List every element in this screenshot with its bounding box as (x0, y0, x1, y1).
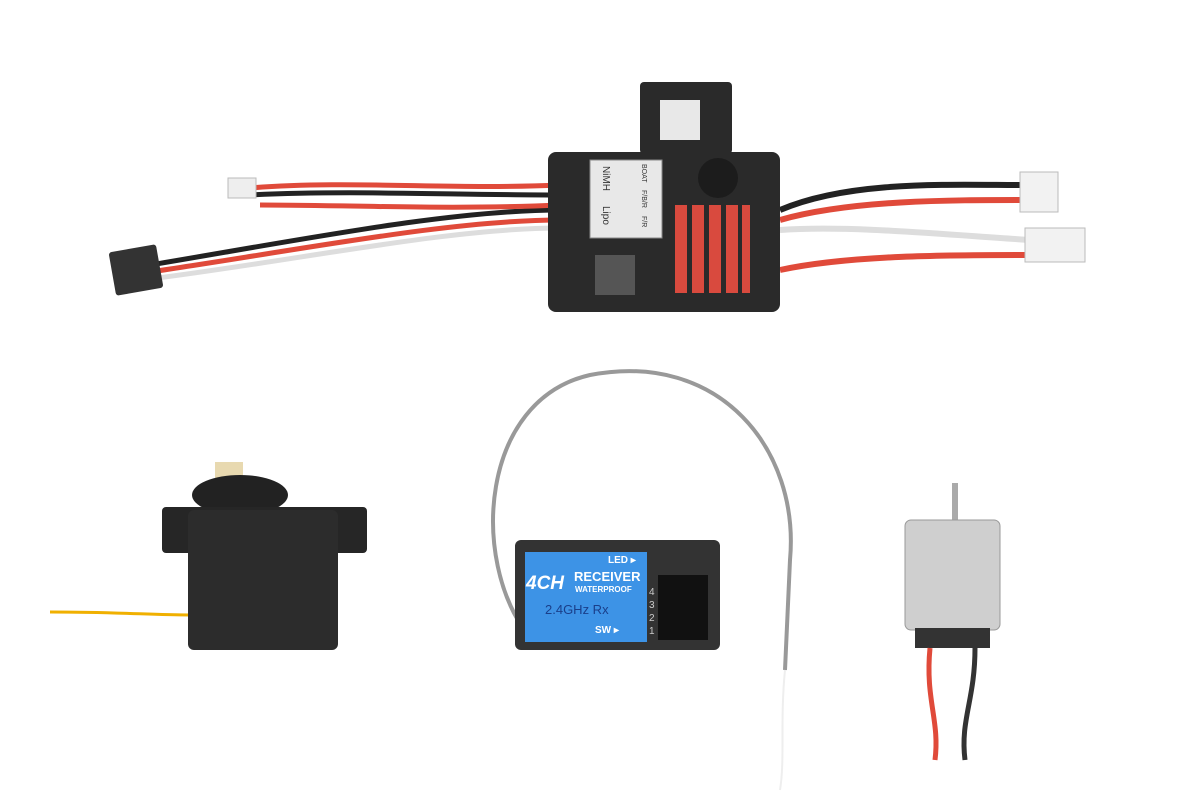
receiver-antenna (491, 369, 793, 671)
pin-2: 2 (649, 613, 655, 624)
receiver-title: RECEIVER (574, 569, 641, 584)
receiver-pin-numbers: 4 3 2 1 (649, 586, 657, 638)
jst-connector-right (1019, 171, 1059, 213)
esc-right-wires (778, 181, 1031, 273)
esc-label-boat: BOAT (640, 164, 647, 183)
servo-top-housing (192, 475, 288, 515)
motor-shaft (952, 483, 958, 523)
esc-label-panel (589, 159, 663, 239)
servo-body (188, 510, 338, 650)
motor-body (904, 519, 1001, 631)
motor-endcap (915, 628, 990, 648)
motor-wire-red (926, 647, 939, 761)
motor-wire-black (961, 647, 978, 761)
pin-4: 4 (649, 587, 655, 598)
receiver-channels: 4CH (526, 573, 565, 594)
receiver-subtitle: WATERPROOF (575, 585, 632, 594)
jst-connector-left (227, 177, 257, 199)
pin-1: 1 (649, 626, 655, 637)
esc-label-fbr: F/B/R (640, 190, 647, 208)
receiver-led-label: LED ▸ (608, 555, 636, 566)
servo-wire (49, 610, 191, 617)
battery-connector (1024, 227, 1086, 263)
receiver-sw-label: SW ▸ (595, 625, 619, 636)
pin-3: 3 (649, 600, 655, 611)
power-switch-cap (660, 100, 700, 140)
receiver-pin-header (658, 575, 708, 640)
receiver-antenna-tip (779, 669, 786, 791)
esc-jumper-block (595, 255, 635, 295)
receiver-label (525, 552, 647, 642)
receiver-frequency: 2.4GHz Rx (545, 602, 609, 617)
esc-label-fr: F/R (640, 216, 647, 228)
servo-plug (109, 244, 163, 296)
esc-label-lipo: Lipo (600, 206, 611, 225)
esc-left-wires (149, 182, 561, 282)
esc-capacitor (698, 158, 738, 198)
esc-label-nimh: NiMH (600, 166, 611, 191)
heatsink (675, 205, 750, 293)
